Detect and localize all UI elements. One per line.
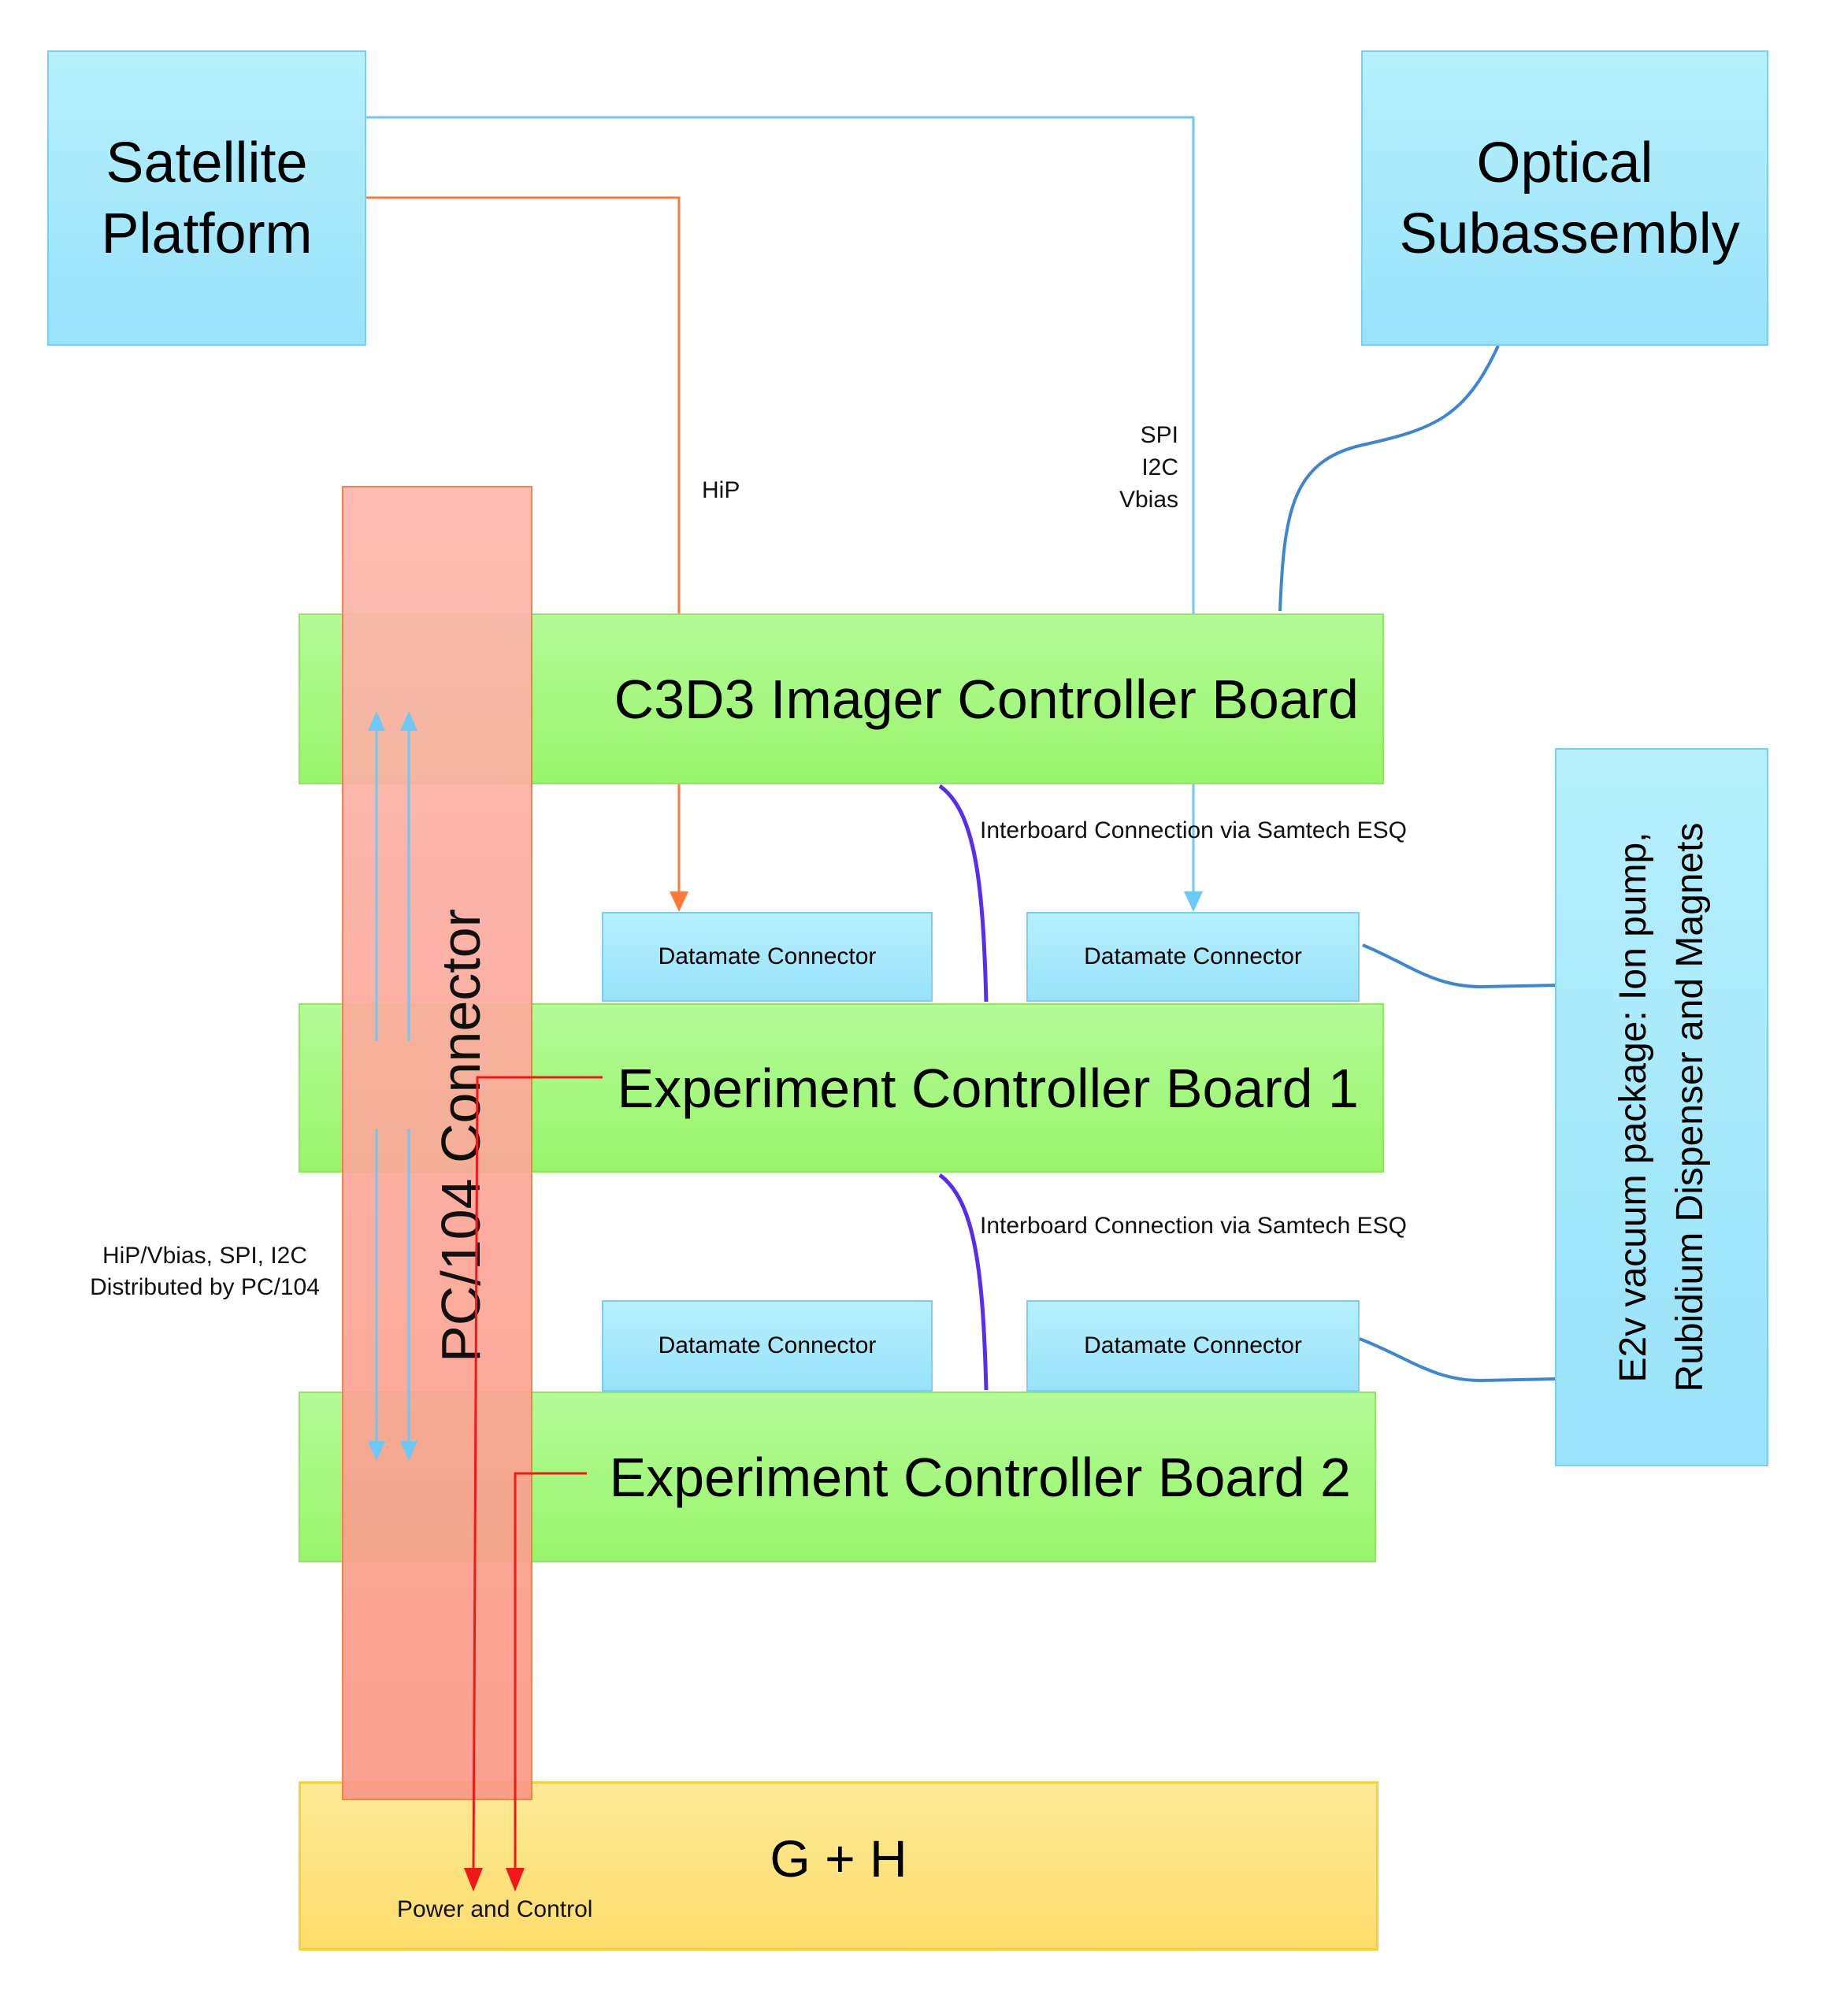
datamate-connector-4: Datamate Connector xyxy=(1026,1300,1360,1392)
optical-subassembly-label: Optical Subassembly xyxy=(1399,131,1740,265)
power-arrowhead-1 xyxy=(464,1868,483,1892)
ecb2-label: Experiment Controller Board 2 xyxy=(609,1446,1351,1508)
interboard-connection-2 xyxy=(938,1173,989,1391)
power-control-line-2 xyxy=(514,1472,587,1868)
datamate-label: Datamate Connector xyxy=(658,1332,877,1358)
pc104-up-arrowhead-1 xyxy=(368,711,385,731)
power-arrowhead-2 xyxy=(506,1868,525,1892)
pc104-down-arrowhead-1 xyxy=(368,1441,385,1461)
spi-label: SPI xyxy=(1140,422,1178,448)
datamate-label: Datamate Connector xyxy=(1084,943,1302,969)
power-control-line-1 xyxy=(472,1076,603,1869)
g-h-board: G + H xyxy=(299,1781,1378,1951)
e2v-cable-1 xyxy=(1362,943,1560,989)
hip-label: HiP xyxy=(702,477,740,503)
optical-subassembly-box: Optical Subassembly xyxy=(1361,50,1768,346)
e2v-cable-2 xyxy=(1359,1337,1556,1383)
datamate-connector-3: Datamate Connector xyxy=(602,1300,933,1392)
pc104-connector-bar: PC/104 Connector xyxy=(342,486,532,1800)
spi-arrowhead xyxy=(1184,891,1203,912)
satellite-platform-label: Satellite Platform xyxy=(101,131,313,265)
g-h-label: G + H xyxy=(770,1829,907,1888)
interboard-label-1: Interboard Connection via Samtech ESQ xyxy=(980,817,1407,843)
datamate-label: Datamate Connector xyxy=(1084,1332,1302,1358)
datamate-connector-1: Datamate Connector xyxy=(602,912,933,1002)
datamate-label: Datamate Connector xyxy=(658,943,877,969)
satellite-platform-box: Satellite Platform xyxy=(47,50,366,346)
i2c-label: I2C xyxy=(1141,454,1178,480)
pc104-up-arrowhead-2 xyxy=(400,711,417,731)
distributed-label-line1: HiP/Vbias, SPI, I2C xyxy=(102,1243,308,1269)
power-and-control-label: Power and Control xyxy=(397,1896,593,1922)
datamate-connector-2: Datamate Connector xyxy=(1026,912,1360,1002)
c3d3-label: C3D3 Imager Controller Board xyxy=(614,668,1359,730)
pc104-down-arrowhead-2 xyxy=(400,1441,417,1461)
e2v-vacuum-package-box: E2v vacuum package: Ion pump, Rubidium D… xyxy=(1555,748,1768,1466)
hip-arrowhead xyxy=(670,891,688,912)
interboard-connection-1 xyxy=(938,784,989,1002)
optical-cable xyxy=(1278,345,1500,612)
vbias-label: Vbias xyxy=(1119,487,1178,513)
ecb1-label: Experiment Controller Board 1 xyxy=(617,1057,1359,1119)
distributed-label-line2: Distributed by PC/104 xyxy=(90,1274,320,1300)
interboard-label-2: Interboard Connection via Samtech ESQ xyxy=(980,1213,1407,1239)
